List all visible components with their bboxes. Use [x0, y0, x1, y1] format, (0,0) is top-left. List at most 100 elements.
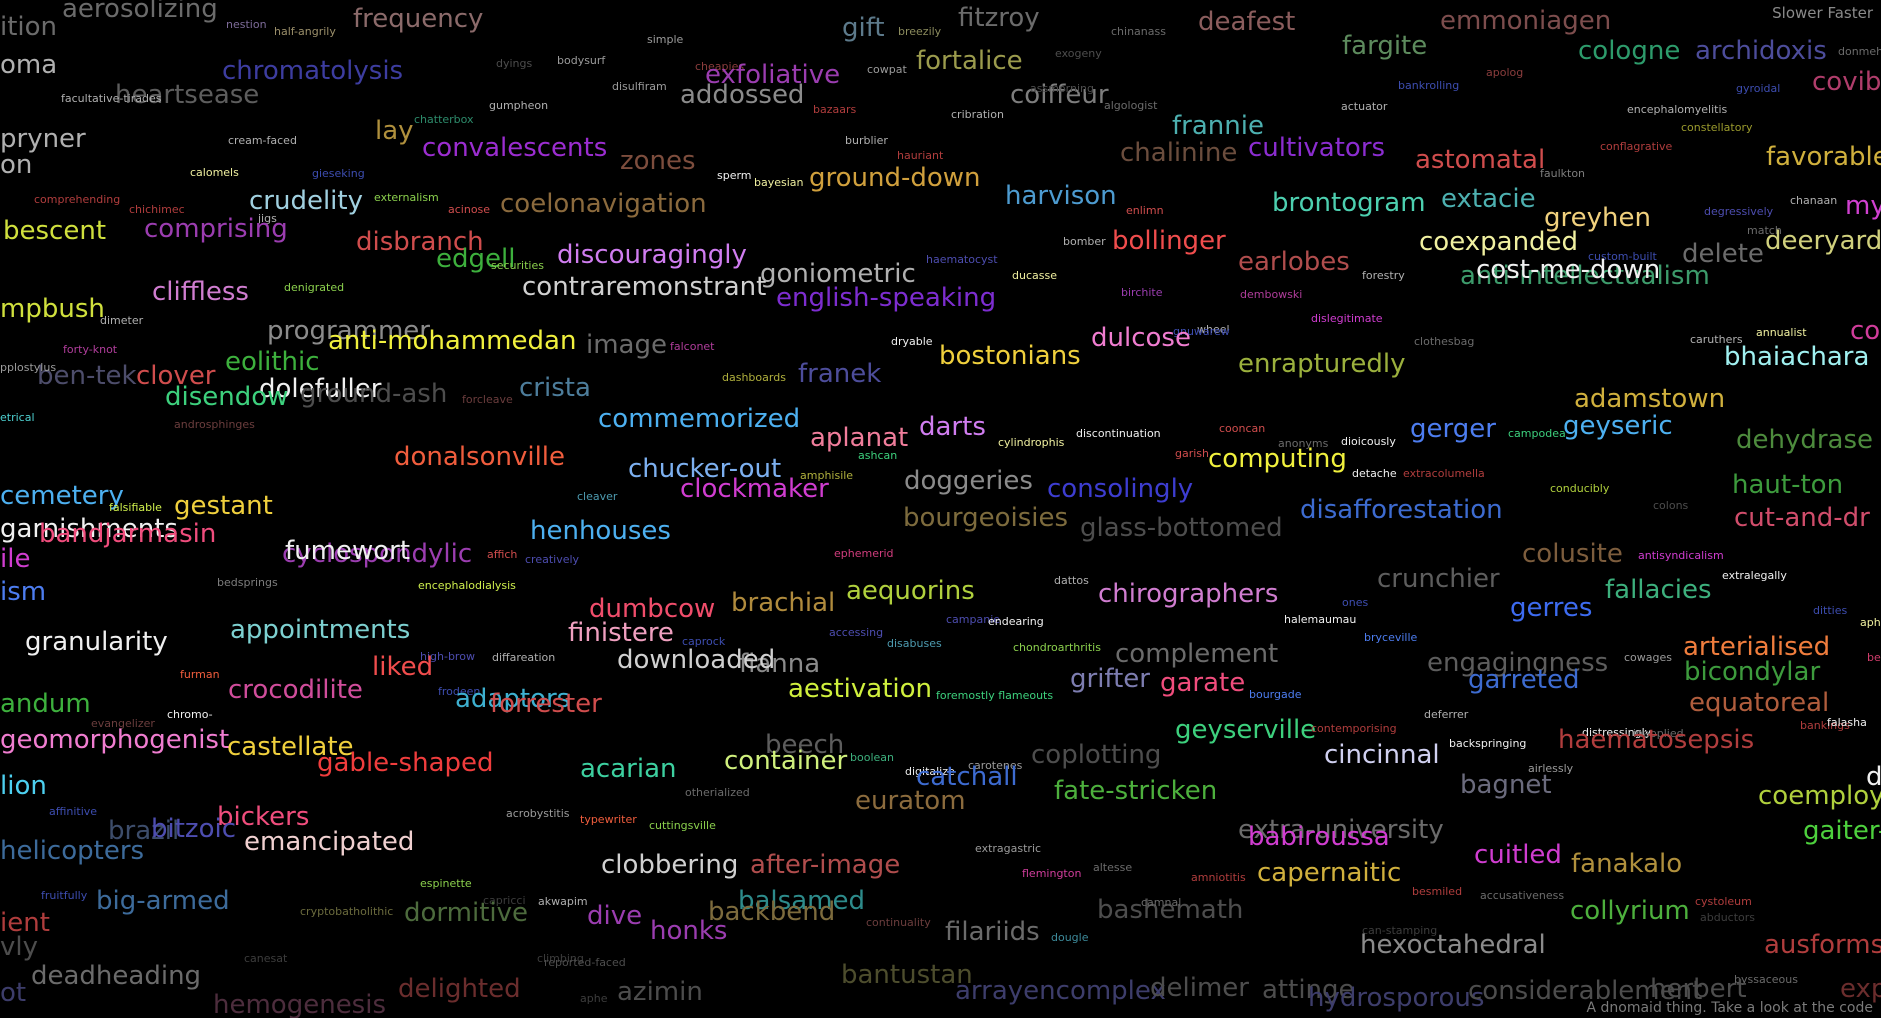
- floating-word: catchall: [916, 762, 1018, 792]
- floating-word: cincinnal: [1324, 740, 1440, 770]
- floating-word: fortalice: [916, 46, 1023, 76]
- floating-word: gable-shaped: [317, 748, 494, 778]
- floating-word: heartsease: [115, 80, 260, 110]
- floating-word: aequorins: [846, 576, 975, 606]
- floating-word: ephemerid: [834, 547, 894, 560]
- floating-word: besmiled: [1412, 885, 1463, 898]
- floating-word: carotenes: [968, 759, 1023, 772]
- floating-word: can-stamping: [1362, 924, 1438, 937]
- floating-word: discontinuation: [1076, 427, 1161, 440]
- floating-word: amniotitis: [1191, 871, 1246, 884]
- floating-word: fitzroy: [958, 3, 1040, 33]
- floating-word: andum: [0, 689, 91, 719]
- floating-word: wheel: [1197, 323, 1230, 336]
- floating-word: bedsprings: [217, 576, 278, 589]
- floating-word: delimer: [1150, 973, 1249, 1003]
- floating-word: etrical: [0, 411, 35, 424]
- floating-word: deferrer: [1424, 708, 1469, 721]
- floating-word: expe: [1840, 974, 1881, 1004]
- floating-word: engagingness: [1427, 648, 1609, 678]
- floating-word: cyclospondylic: [282, 539, 473, 569]
- floating-word: assmorning: [1030, 82, 1094, 95]
- floating-word: bollinger: [1112, 226, 1226, 256]
- floating-word: encephalomyelitis: [1627, 103, 1728, 116]
- floating-word: high-brow: [420, 650, 475, 663]
- floating-word: geomorphogenist: [0, 725, 230, 755]
- floating-word: bashemath: [1097, 895, 1244, 925]
- floating-word: crunchier: [1377, 564, 1500, 594]
- floating-word: forestry: [1362, 269, 1405, 282]
- floating-word: downloaded: [617, 645, 776, 675]
- floating-word: ile: [0, 544, 31, 574]
- floating-word: gerger: [1410, 414, 1496, 444]
- floating-word: ot: [0, 978, 27, 1008]
- floating-word: clobbering: [601, 850, 739, 880]
- floating-word: byssaceous: [1734, 973, 1798, 986]
- floating-word: attinge: [1262, 975, 1355, 1005]
- floating-word: aphe: [1860, 616, 1881, 629]
- floating-word: typewriter: [580, 813, 637, 826]
- floating-word: burblier: [845, 134, 888, 147]
- floating-word: capernaitic: [1257, 858, 1402, 888]
- floating-word: bodysurf: [557, 54, 606, 67]
- floating-word: clockmaker: [680, 474, 829, 504]
- floating-word: appointments: [230, 615, 411, 645]
- floating-word: forty-knot: [63, 343, 118, 356]
- floating-word: crudelity: [249, 186, 363, 216]
- floating-word: garnishments: [0, 514, 178, 544]
- floating-word: faulkton: [1540, 167, 1586, 180]
- floating-word: conflagrative: [1600, 140, 1673, 153]
- floating-word: cylindrophis: [998, 436, 1065, 449]
- floating-word: bryceville: [1364, 631, 1418, 644]
- floating-word: cribration: [951, 108, 1004, 121]
- floating-word: aestivation: [788, 674, 933, 704]
- floating-word: dembowski: [1240, 288, 1303, 301]
- floating-word: chondroarthritis: [1013, 641, 1101, 654]
- floating-word: disbranch: [356, 227, 484, 257]
- floating-word: donmeh: [1838, 45, 1881, 58]
- speed-control[interactable]: Slower Faster: [1772, 4, 1873, 22]
- floating-word: granularity: [25, 627, 168, 657]
- floating-word: castellate: [227, 732, 354, 762]
- floating-word: jigs: [258, 212, 277, 225]
- floating-word: ones: [1342, 596, 1369, 609]
- floating-word: coemploy: [1758, 781, 1881, 811]
- floating-word: bickers: [217, 802, 310, 832]
- floating-word: cryptobatholithic: [300, 905, 394, 918]
- floating-word: constellatory: [1681, 121, 1753, 134]
- floating-word: bostonians: [939, 341, 1081, 371]
- floating-word: enrapturedly: [1238, 349, 1406, 379]
- floating-word: aerosolizing: [62, 0, 218, 24]
- floating-word: cowages: [1624, 651, 1672, 664]
- floating-word: bankings: [1800, 719, 1850, 732]
- floating-word: gnuwarew: [1173, 325, 1230, 338]
- floating-word: cemetery: [0, 481, 124, 511]
- floating-word: zones: [620, 146, 696, 176]
- floating-word: consolingly: [1047, 474, 1194, 504]
- floating-word: birchite: [1121, 286, 1163, 299]
- floating-word: mpbush: [0, 294, 105, 324]
- floating-word: cut-and-dr: [1734, 503, 1870, 533]
- floating-word: geyserville: [1175, 715, 1317, 745]
- floating-word: furman: [180, 668, 220, 681]
- floating-word: extralegally: [1722, 569, 1787, 582]
- floating-word: azimin: [617, 977, 703, 1007]
- floating-word: adaptors: [455, 684, 571, 714]
- floating-word: dattos: [1054, 574, 1089, 587]
- code-link[interactable]: A dnomaid thing. Take a look at the code: [1586, 1000, 1873, 1016]
- floating-word: conducibly: [1550, 482, 1610, 495]
- floating-word: garate: [1160, 668, 1246, 698]
- floating-word: bagnet: [1460, 770, 1552, 800]
- floating-word: contraremonstrant: [522, 272, 767, 302]
- floating-word: deadheading: [31, 961, 202, 991]
- floating-word: creatively: [525, 553, 580, 566]
- floating-word: cord: [1850, 316, 1881, 346]
- floating-word: honks: [650, 916, 728, 946]
- floating-word: dioicously: [1341, 435, 1396, 448]
- floating-word: ducasse: [1012, 269, 1057, 282]
- floating-word: caruthers: [1690, 333, 1743, 346]
- floating-word: haematocyst: [926, 253, 998, 266]
- floating-word: commemorized: [598, 404, 801, 434]
- floating-word: cowpat: [867, 63, 907, 76]
